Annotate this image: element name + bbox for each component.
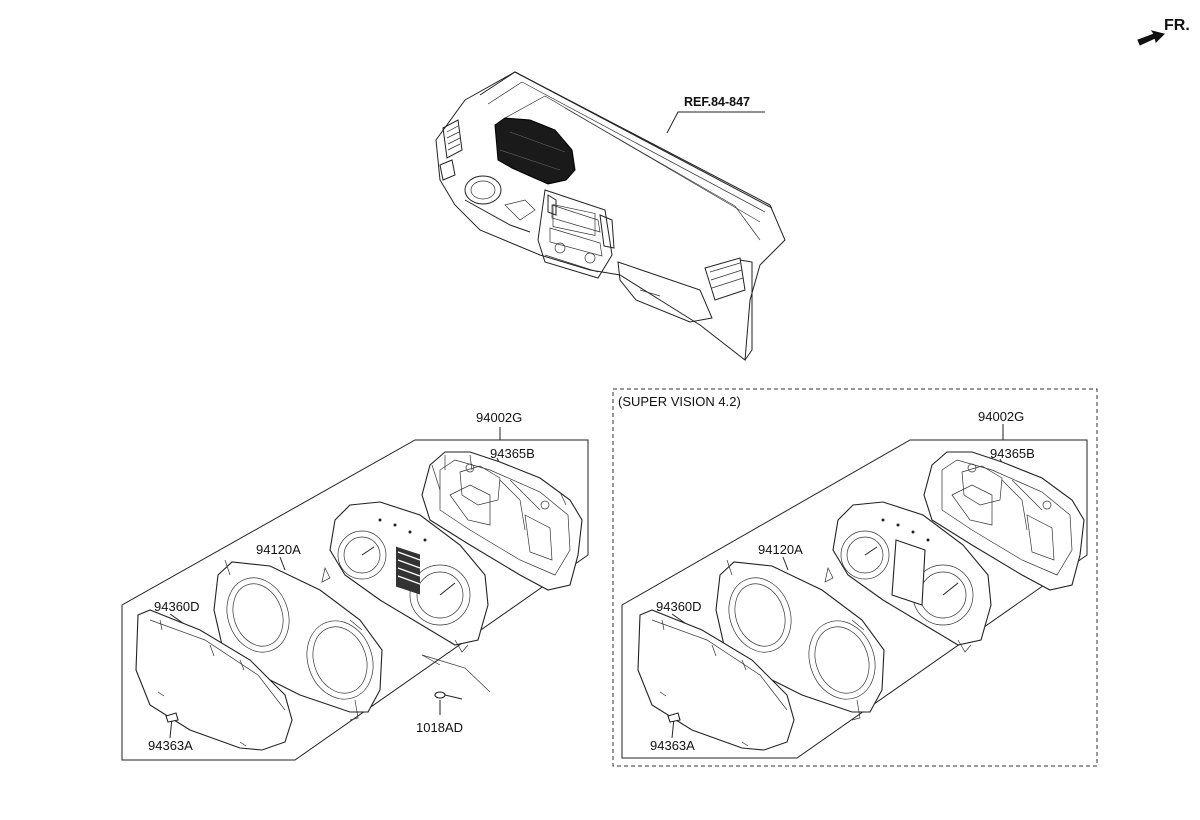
rear-case-label: 94365B (490, 446, 535, 461)
variant-title: (SUPER VISION 4.2) (618, 394, 741, 409)
sv-rear-case-label: 94365B (990, 446, 1035, 461)
screw-part (421, 654, 491, 700)
supervision-variant-box (612, 388, 1098, 767)
rear-case-part (421, 451, 583, 591)
standard-cluster-group: 94002G 94365B 94120A 94360D 94363A 1018A… (121, 410, 589, 761)
clip-label: 94363A (148, 738, 193, 753)
front-glass-label: 94360D (154, 599, 200, 614)
arrow-front-icon (1137, 30, 1165, 46)
assembly-label: 94002G (476, 410, 522, 425)
sv-assembly-label: 94002G (978, 409, 1024, 424)
sv-clip-part (667, 712, 681, 723)
supervision-group-frame (621, 439, 1088, 759)
sv-front-glass-label: 94360D (656, 599, 702, 614)
sv-gauge-panel-part (824, 501, 992, 653)
standard-group-frame (121, 439, 589, 761)
sv-rear-case-part (923, 451, 1085, 591)
front-direction-label: FR. (1164, 17, 1190, 34)
supervision-cluster-group: (SUPER VISION 4.2) (612, 388, 1098, 767)
cluster-highlight (494, 117, 576, 185)
window-frame-label: 94120A (256, 542, 301, 557)
dashboard-overview: REF.84-847 (435, 71, 786, 361)
clip-part (165, 712, 179, 723)
sv-window-frame-label: 94120A (758, 542, 803, 557)
screw-label: 1018AD (416, 720, 463, 735)
sv-clip-label: 94363A (650, 738, 695, 753)
reference-label: REF.84-847 (684, 95, 750, 109)
front-direction-indicator: FR. (1137, 17, 1190, 46)
gauge-panel-part (321, 501, 489, 653)
